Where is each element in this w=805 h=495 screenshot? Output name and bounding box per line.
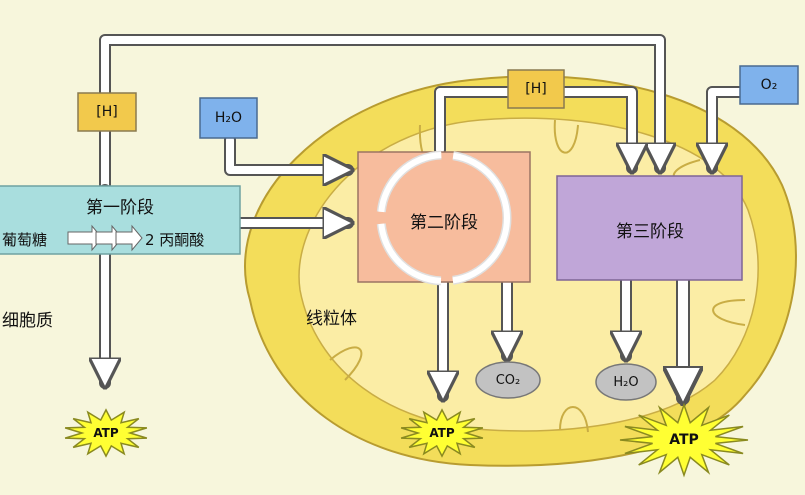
stage3-box <box>556 175 743 281</box>
o2-in-tag: O₂ <box>760 77 778 93</box>
stage3-title: 第三阶段 <box>616 222 684 242</box>
cycle-arrows <box>376 150 512 286</box>
pyruvate-label: 2 丙酮酸 <box>145 231 205 249</box>
cytoplasm-label: 细胞质 <box>2 311 53 331</box>
co2-oval <box>475 361 541 399</box>
atp-middle-star <box>400 408 484 458</box>
co2-out-tag: CO₂ <box>495 372 521 388</box>
stage1-title: 第一阶段 <box>86 198 154 218</box>
h-mid-tag: [H] <box>525 81 547 97</box>
h-left-tag-box <box>77 92 137 132</box>
stage2-box <box>357 151 531 283</box>
atp-right-label: ATP <box>669 432 699 448</box>
atp-middle-label: ATP <box>429 426 455 440</box>
atp-stars <box>64 402 749 478</box>
h2o-in-tag: H₂O <box>214 110 243 126</box>
h-mid-tag-box <box>507 69 565 109</box>
h2o-out-oval <box>595 363 657 401</box>
atp-left-label: ATP <box>93 426 119 440</box>
o2-in-box <box>739 65 799 105</box>
h-left-tag: [H] <box>96 104 118 120</box>
mitochondrion-label: 线粒体 <box>306 309 357 329</box>
stage2-title: 第二阶段 <box>410 213 478 233</box>
chevron-arrows <box>67 224 143 252</box>
glucose-label: 葡萄糖 <box>2 231 48 249</box>
h2o-out-tag: H₂O <box>613 374 639 390</box>
h2o-in-box <box>199 97 258 139</box>
atp-right-star <box>619 402 749 478</box>
atp-left-star <box>64 408 148 458</box>
